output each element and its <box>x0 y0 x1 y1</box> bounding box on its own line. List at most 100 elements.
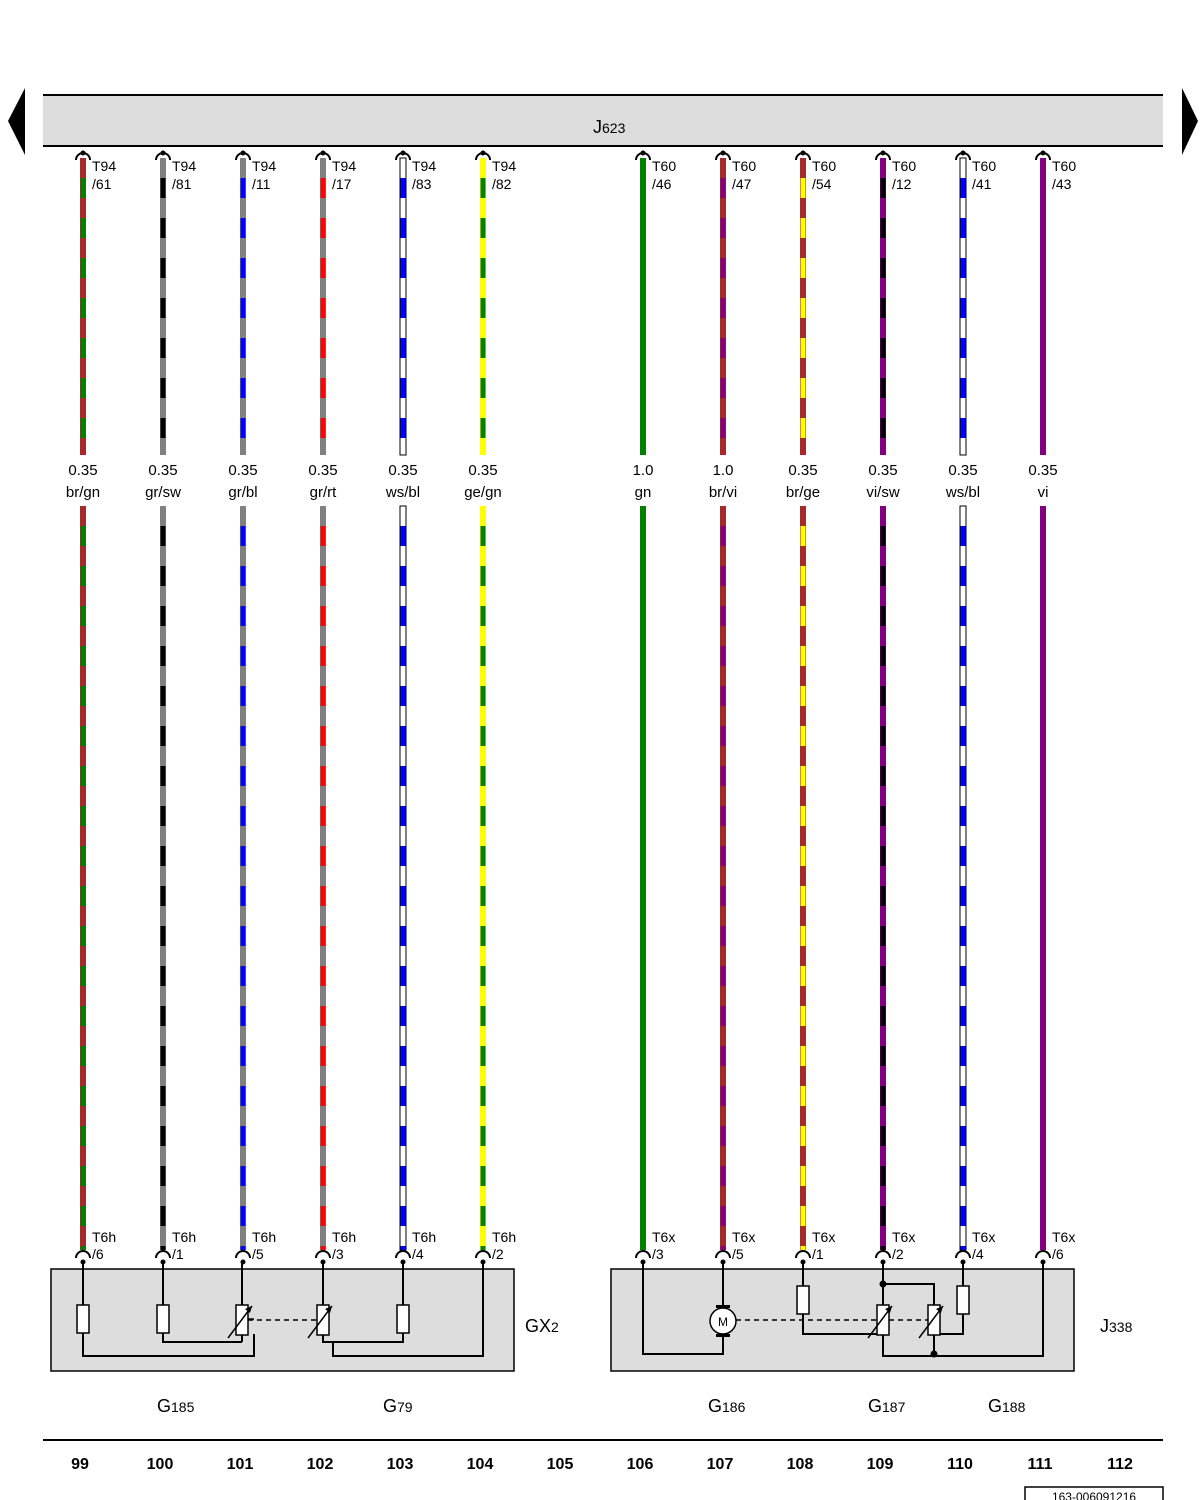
wire-color-label: vi <box>1038 484 1049 501</box>
wire-color-label: gr/rt <box>310 484 338 501</box>
arrow-head-icon <box>245 1306 252 1313</box>
junction-dot <box>879 1280 887 1288</box>
reference-number: 163-006091216 <box>1052 1490 1136 1500</box>
bottom-pin-label: /6 <box>92 1246 104 1262</box>
top-connector-label: T94 <box>252 158 276 174</box>
bottom-pin-label: /5 <box>252 1246 264 1262</box>
potentiometer-icon <box>316 1304 330 1336</box>
g185-label: G185 <box>157 1396 195 1416</box>
connector-icon <box>75 1250 91 1259</box>
wire-size-label: 0.35 <box>148 462 177 479</box>
bottom-connector-label: T6h <box>92 1229 116 1245</box>
motor-symbol: M <box>718 1315 728 1329</box>
column-number: 103 <box>387 1456 414 1473</box>
wire-color-label: ge/gn <box>464 484 502 501</box>
column-number: 100 <box>147 1456 174 1473</box>
nav-right-arrow-icon[interactable] <box>1182 88 1198 155</box>
wire-size-label: 0.35 <box>388 462 417 479</box>
resistor-icon <box>396 1304 410 1334</box>
arrow-head-icon <box>936 1306 943 1313</box>
wire-color-label: br/ge <box>786 484 820 501</box>
bottom-connector-label: T6h <box>412 1229 436 1245</box>
column-number: 104 <box>467 1456 494 1473</box>
top-pin-label: /17 <box>332 176 352 192</box>
g188-label: G188 <box>988 1396 1026 1416</box>
gx2-label: GX2 <box>525 1316 559 1336</box>
top-connector-label: T60 <box>972 158 996 174</box>
bottom-connector-label: T6x <box>972 1229 995 1245</box>
column-number: 109 <box>867 1456 894 1473</box>
top-pin-label: /46 <box>652 176 672 192</box>
top-connector-label: T94 <box>332 158 356 174</box>
connector-pin <box>720 150 726 156</box>
wire-size-label: 0.35 <box>868 462 897 479</box>
resistor-icon <box>76 1304 90 1334</box>
connector-pin <box>960 150 966 156</box>
connector-icon <box>395 1250 411 1259</box>
arrow-head-icon <box>885 1306 892 1313</box>
bottom-pin-label: /2 <box>492 1246 504 1262</box>
connector-pin <box>160 150 166 156</box>
bottom-pin-label: /3 <box>332 1246 344 1262</box>
wire-color-label: gr/bl <box>228 484 257 501</box>
reference-box <box>1024 1486 1164 1500</box>
bottom-pin-label: /5 <box>732 1246 744 1262</box>
connector-pin <box>400 150 406 156</box>
top-pin-label: /12 <box>892 176 912 192</box>
wire-size-label: 1.0 <box>633 462 654 479</box>
bottom-connector-label: T6h <box>332 1229 356 1245</box>
junction-dot <box>930 1350 938 1358</box>
column-number: 102 <box>307 1456 334 1473</box>
connector-pin <box>880 150 886 156</box>
nav-left-arrow-icon[interactable] <box>8 88 25 155</box>
bottom-connector-label: T6x <box>732 1229 755 1245</box>
bottom-connector-label: T6x <box>892 1229 915 1245</box>
top-connector-label: T60 <box>732 158 756 174</box>
top-pin-label: /82 <box>492 176 512 192</box>
connector-icon <box>795 1250 811 1259</box>
wire-size-label: 0.35 <box>1028 462 1057 479</box>
gx2-wire-100 <box>162 1262 242 1343</box>
top-pin-label: /43 <box>1052 176 1072 192</box>
bottom-connector-label: T6h <box>172 1229 196 1245</box>
top-connector-label: T94 <box>412 158 436 174</box>
bottom-pin-label: /6 <box>1052 1246 1064 1262</box>
bottom-pin-label: /3 <box>652 1246 664 1262</box>
j338-label: J338 <box>1100 1316 1133 1336</box>
resistor-icon <box>156 1304 170 1334</box>
connector-icon <box>155 1250 171 1259</box>
column-number: 99 <box>71 1456 89 1473</box>
bottom-connector-label: T6x <box>812 1229 835 1245</box>
potentiometer-icon <box>927 1304 941 1336</box>
top-connector-label: T60 <box>652 158 676 174</box>
bottom-connector-label: T6h <box>252 1229 276 1245</box>
top-pin-label: /61 <box>92 176 112 192</box>
connector-pin <box>480 150 486 156</box>
top-connector-label: T94 <box>492 158 516 174</box>
j338-wire-106 <box>642 1262 724 1355</box>
bottom-pin-label: /4 <box>972 1246 984 1262</box>
top-pin-label: /11 <box>252 176 271 192</box>
connector-icon <box>955 1250 971 1259</box>
connector-icon <box>315 1250 331 1259</box>
top-connector-label: T60 <box>812 158 836 174</box>
arrow-head-icon <box>325 1306 332 1313</box>
connector-pin <box>320 150 326 156</box>
connector-icon <box>235 1250 251 1259</box>
control-unit-j623-bar <box>43 95 1163 146</box>
connector-icon <box>715 1250 731 1259</box>
wire-color-label: br/vi <box>709 484 737 501</box>
wire-size-label: 1.0 <box>713 462 734 479</box>
wire-color-label: ws/bl <box>385 484 420 501</box>
connector-pin <box>80 150 86 156</box>
header-label: J623 <box>593 117 626 137</box>
connector-icon <box>635 1250 651 1259</box>
